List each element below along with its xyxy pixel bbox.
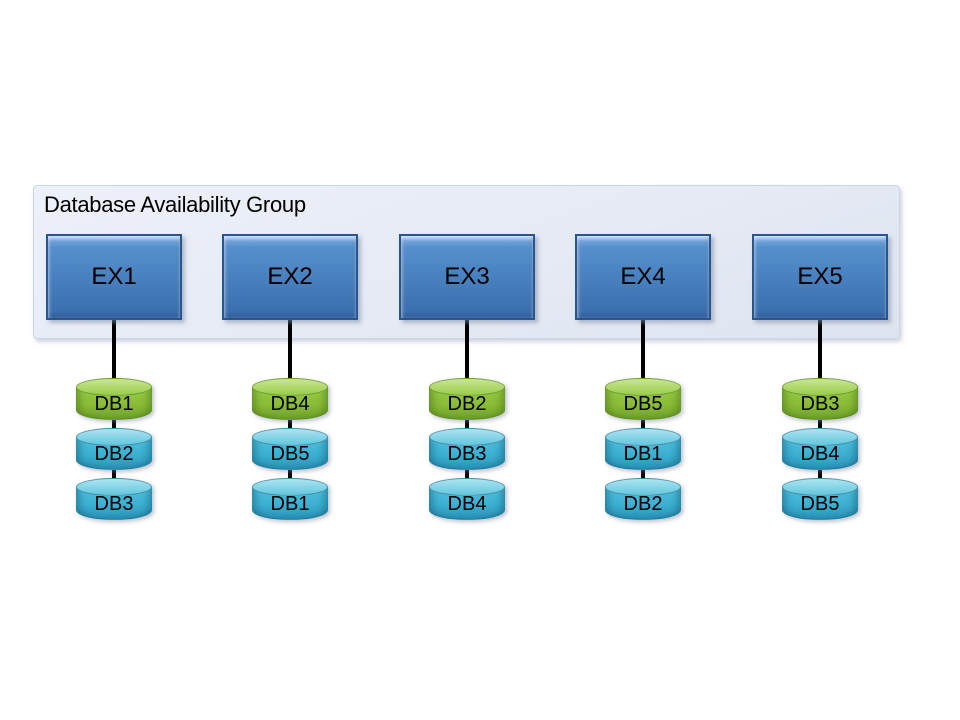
db-stack: DB2 DB3 DB4 — [429, 378, 505, 520]
cylinder-top — [605, 478, 681, 496]
db-cylinder: DB3 — [429, 428, 505, 470]
db-label: DB3 — [447, 443, 487, 465]
cylinder-top — [605, 378, 681, 396]
server-box-ex4: EX4 — [575, 234, 711, 320]
cylinder-top — [76, 428, 152, 446]
db-label: DB1 — [623, 443, 663, 465]
db-label: DB2 — [447, 393, 487, 415]
db-cylinder: DB5 — [605, 378, 681, 420]
db-label: DB2 — [94, 443, 134, 465]
db-label: DB1 — [270, 493, 310, 515]
db-cylinder: DB4 — [429, 478, 505, 520]
server-label: EX5 — [797, 263, 843, 290]
db-label: DB4 — [270, 393, 310, 415]
db-cylinder: DB1 — [252, 478, 328, 520]
server-label: EX3 — [444, 263, 490, 290]
db-stack: DB5 DB1 DB2 — [605, 378, 681, 520]
db-cylinder: DB2 — [76, 428, 152, 470]
db-label: DB5 — [623, 393, 663, 415]
db-stack: DB1 DB2 DB3 — [76, 378, 152, 520]
cylinder-top — [782, 478, 858, 496]
cylinder-top — [429, 428, 505, 446]
db-cylinder: DB5 — [252, 428, 328, 470]
db-label: DB3 — [800, 393, 840, 415]
cylinder-top — [429, 478, 505, 496]
db-label: DB4 — [447, 493, 487, 515]
cylinder-top — [429, 378, 505, 396]
cylinder-top — [605, 428, 681, 446]
cylinder-top — [252, 428, 328, 446]
db-cylinder: DB1 — [76, 378, 152, 420]
db-cylinder: DB4 — [252, 378, 328, 420]
server-label: EX1 — [91, 263, 137, 290]
cylinder-top — [76, 378, 152, 396]
db-cylinder: DB3 — [782, 378, 858, 420]
db-label: DB5 — [270, 443, 310, 465]
db-cylinder: DB1 — [605, 428, 681, 470]
cylinder-top — [252, 378, 328, 396]
server-box-ex1: EX1 — [46, 234, 182, 320]
server-label: EX4 — [620, 263, 666, 290]
db-cylinder: DB5 — [782, 478, 858, 520]
cylinder-top — [76, 478, 152, 496]
server-label: EX2 — [267, 263, 313, 290]
db-label: DB3 — [94, 493, 134, 515]
db-cylinder: DB4 — [782, 428, 858, 470]
server-box-ex2: EX2 — [222, 234, 358, 320]
db-cylinder: DB2 — [429, 378, 505, 420]
cylinder-top — [782, 378, 858, 396]
db-label: DB5 — [800, 493, 840, 515]
server-box-ex3: EX3 — [399, 234, 535, 320]
db-label: DB2 — [623, 493, 663, 515]
db-cylinder: DB3 — [76, 478, 152, 520]
cylinder-top — [252, 478, 328, 496]
server-box-ex5: EX5 — [752, 234, 888, 320]
db-cylinder: DB2 — [605, 478, 681, 520]
db-label: DB4 — [800, 443, 840, 465]
cylinder-top — [782, 428, 858, 446]
dag-title: Database Availability Group — [44, 192, 306, 217]
db-stack: DB4 DB5 DB1 — [252, 378, 328, 520]
db-label: DB1 — [94, 393, 134, 415]
db-stack: DB3 DB4 DB5 — [782, 378, 858, 520]
